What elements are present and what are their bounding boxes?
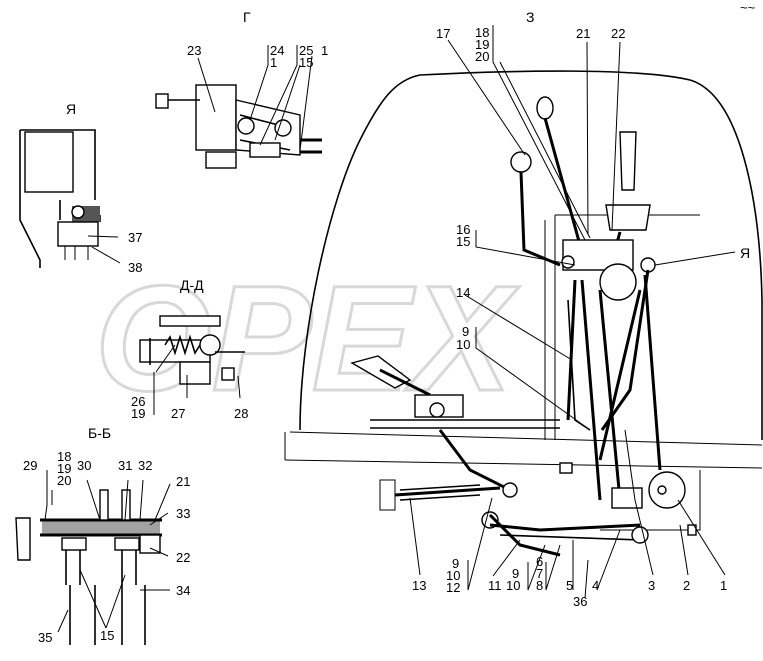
- callout-26: 26: [131, 394, 145, 409]
- callout-11: 11: [488, 578, 502, 593]
- callout-21: 21: [576, 26, 590, 41]
- callout-22: 22: [611, 26, 625, 41]
- callout-19: 19: [57, 461, 71, 476]
- callout-33: 33: [176, 506, 190, 521]
- callout-6: 6: [536, 554, 543, 569]
- callout-7: 7: [536, 566, 543, 581]
- callout-9: 9: [452, 556, 459, 571]
- callout-22: 22: [176, 550, 190, 565]
- pivot-disk: [599, 263, 637, 301]
- callout-1: 1: [321, 43, 328, 58]
- callout-28: 28: [234, 406, 248, 421]
- callout-20: 20: [57, 473, 71, 488]
- drive-disk: [648, 471, 686, 509]
- section-title-z: З: [526, 9, 534, 25]
- callout-10: 10: [446, 568, 460, 583]
- callout-4: 4: [592, 578, 599, 593]
- callout-8: 8: [536, 578, 543, 593]
- callout-19: 19: [475, 37, 489, 52]
- callout-24: 24: [270, 43, 284, 58]
- lower-linkage: [379, 462, 697, 557]
- callout-12: 12: [446, 580, 460, 595]
- section-dd: [139, 315, 245, 385]
- callout-30: 30: [77, 458, 91, 473]
- section-title-dd: Д-Д: [180, 277, 204, 293]
- callout-9: 9: [512, 566, 519, 581]
- g-block: [195, 84, 237, 151]
- ya-clamp: [57, 221, 99, 247]
- section-title-ya-right: Я: [740, 245, 750, 261]
- callout-13: 13: [412, 578, 426, 593]
- callout-3: 3: [648, 578, 655, 593]
- callout-10: 10: [506, 578, 520, 593]
- callout-36: 36: [573, 594, 587, 609]
- callout-38: 38: [128, 260, 142, 275]
- callout-31: 31: [118, 458, 132, 473]
- callout-10: 10: [456, 337, 470, 352]
- dd-spring: [164, 334, 201, 356]
- bb-handle: [15, 517, 31, 561]
- callout-14: 14: [456, 285, 470, 300]
- section-title-bb: Б-Б: [88, 425, 111, 441]
- callout-15: 15: [299, 55, 313, 70]
- callout-37: 37: [128, 230, 142, 245]
- callout-9: 9: [462, 324, 469, 339]
- joystick-grip: [619, 131, 637, 191]
- callout-19: 19: [131, 406, 145, 421]
- lever-knob-17: [510, 151, 532, 173]
- pedal-assembly: [350, 355, 560, 492]
- callout-23: 23: [187, 43, 201, 58]
- callout-18: 18: [475, 25, 489, 40]
- leader-lines: [44, 25, 736, 633]
- cab-outline: [284, 70, 763, 531]
- callout-21: 21: [176, 474, 190, 489]
- callouts: 23 24 1 25 15 1 37 38 26 19 27 28 29 18 …: [23, 25, 727, 645]
- view-ya: [19, 129, 101, 268]
- lever-knob-18: [536, 96, 554, 120]
- callout-17: 17: [436, 26, 450, 41]
- joystick-boot: [605, 204, 651, 231]
- callout-15: 15: [100, 628, 114, 643]
- section-title-ya-left: Я: [66, 101, 76, 117]
- callout-15: 15: [456, 234, 470, 249]
- callout-16: 16: [456, 222, 470, 237]
- view-g: [155, 84, 322, 169]
- control-rods: [566, 269, 662, 501]
- callout-27: 27: [171, 406, 185, 421]
- callout-32: 32: [138, 458, 152, 473]
- callout-1: 1: [720, 578, 727, 593]
- callout-18: 18: [57, 449, 71, 464]
- section-title-g: Г: [243, 9, 251, 25]
- callout-1: 1: [270, 55, 277, 70]
- lever-group: [510, 96, 656, 301]
- callout-29: 29: [23, 458, 37, 473]
- callout-34: 34: [176, 583, 190, 598]
- callout-25: 25: [299, 43, 313, 58]
- corner-mark: ~~: [740, 0, 756, 15]
- callout-35: 35: [38, 630, 52, 645]
- callout-2: 2: [683, 578, 690, 593]
- callout-20: 20: [475, 49, 489, 64]
- callout-5: 5: [566, 578, 573, 593]
